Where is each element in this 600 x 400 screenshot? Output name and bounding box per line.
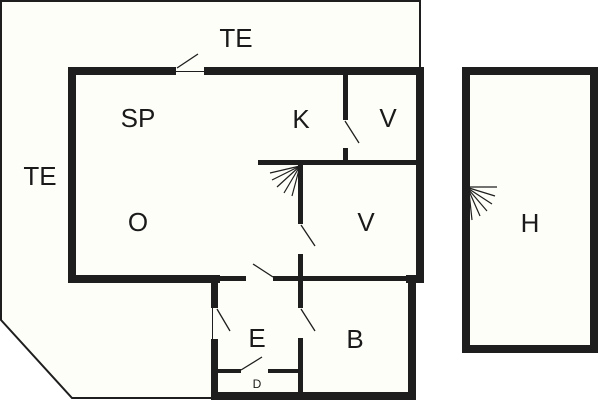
door-e-b-icon: [300, 308, 316, 332]
wall-k-v-upper: [343, 72, 348, 120]
wall-bottom-mid: [273, 276, 418, 281]
room-label-te_top: TE: [219, 23, 253, 53]
wall-bottom: [211, 392, 416, 400]
wall-top-left: [68, 67, 176, 75]
wall-left: [68, 67, 76, 283]
door-e-left-icon: [216, 308, 231, 332]
room-label-k: K: [292, 104, 310, 134]
wall-b-right: [408, 278, 416, 400]
wall-bottom-left: [68, 275, 220, 283]
wall-e-b-lower: [298, 338, 303, 394]
wall-kitchen-divider: [258, 160, 418, 165]
wall-bottom-o-e: [216, 276, 246, 281]
wall-k-v-lower: [343, 148, 348, 162]
wall-d-right: [268, 369, 300, 373]
door-o-e-icon: [252, 263, 274, 278]
room-label-v_mid: V: [357, 207, 375, 237]
room-label-d: D: [252, 377, 262, 391]
room-label-h: H: [520, 208, 540, 238]
wall-right: [416, 67, 424, 283]
door-o-v-icon: [300, 224, 316, 247]
wall-top-right: [204, 67, 424, 75]
door-k-v-icon: [344, 120, 360, 144]
wall-e-left-lower: [211, 339, 218, 400]
wall-e-left-upper: [211, 278, 218, 308]
house-floor: [72, 72, 420, 392]
wall-o-v-upper: [298, 162, 303, 224]
room-label-e: E: [248, 323, 266, 353]
heater-icon: [468, 186, 497, 221]
door-d-icon: [240, 356, 263, 371]
doors: [176, 53, 360, 371]
wall-d-left: [216, 369, 241, 373]
wall-o-v-lower: [298, 254, 303, 280]
fireplace-icon: [269, 165, 301, 197]
room-label-v_top: V: [379, 103, 397, 133]
walls: [68, 67, 424, 400]
outbuilding-h: [462, 67, 598, 353]
wall-e-b-upper: [298, 278, 303, 308]
room-label-sp: SP: [120, 103, 156, 133]
room-label-te_left: TE: [23, 161, 57, 191]
door-entrance-top-icon: [176, 53, 199, 69]
room-label-b: B: [346, 324, 364, 354]
room-label-o: O: [127, 207, 149, 237]
